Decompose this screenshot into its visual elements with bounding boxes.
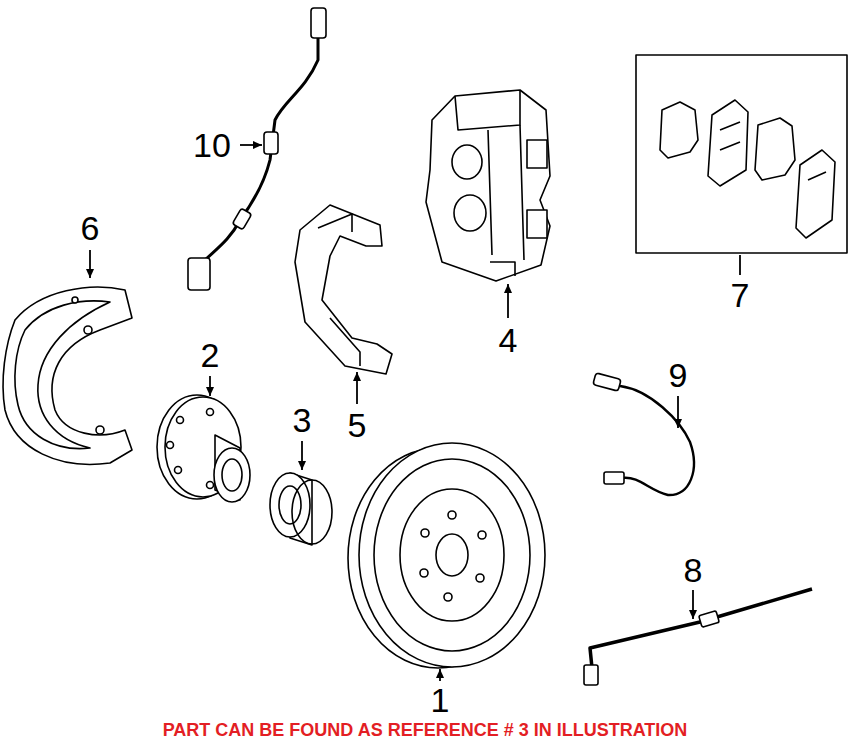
callout-number: 6: [81, 211, 100, 245]
caption-note: PART CAN BE FOUND AS REFERENCE # 3 IN IL…: [163, 721, 688, 739]
callout-number: 8: [684, 553, 703, 587]
caliper-bracket: [295, 205, 392, 374]
brake-line: [584, 589, 812, 685]
callout-number: 7: [731, 278, 750, 312]
callout-number: 9: [669, 358, 688, 392]
brake-rotor: [348, 443, 545, 668]
abs-sensor: [188, 8, 326, 290]
callout-number: 4: [499, 323, 518, 357]
wheel-hub: [157, 395, 250, 502]
callout-number: 1: [431, 683, 450, 717]
callout-number: 3: [293, 403, 312, 437]
splash-shield: [3, 287, 132, 464]
callout-number: 2: [201, 338, 220, 372]
leader-lines: [90, 145, 740, 681]
callout-number: 10: [193, 128, 231, 162]
callout-number: 5: [348, 408, 367, 442]
wheel-bearing: [270, 473, 332, 545]
brake-pads: [636, 55, 847, 253]
brake-caliper: [426, 90, 550, 281]
